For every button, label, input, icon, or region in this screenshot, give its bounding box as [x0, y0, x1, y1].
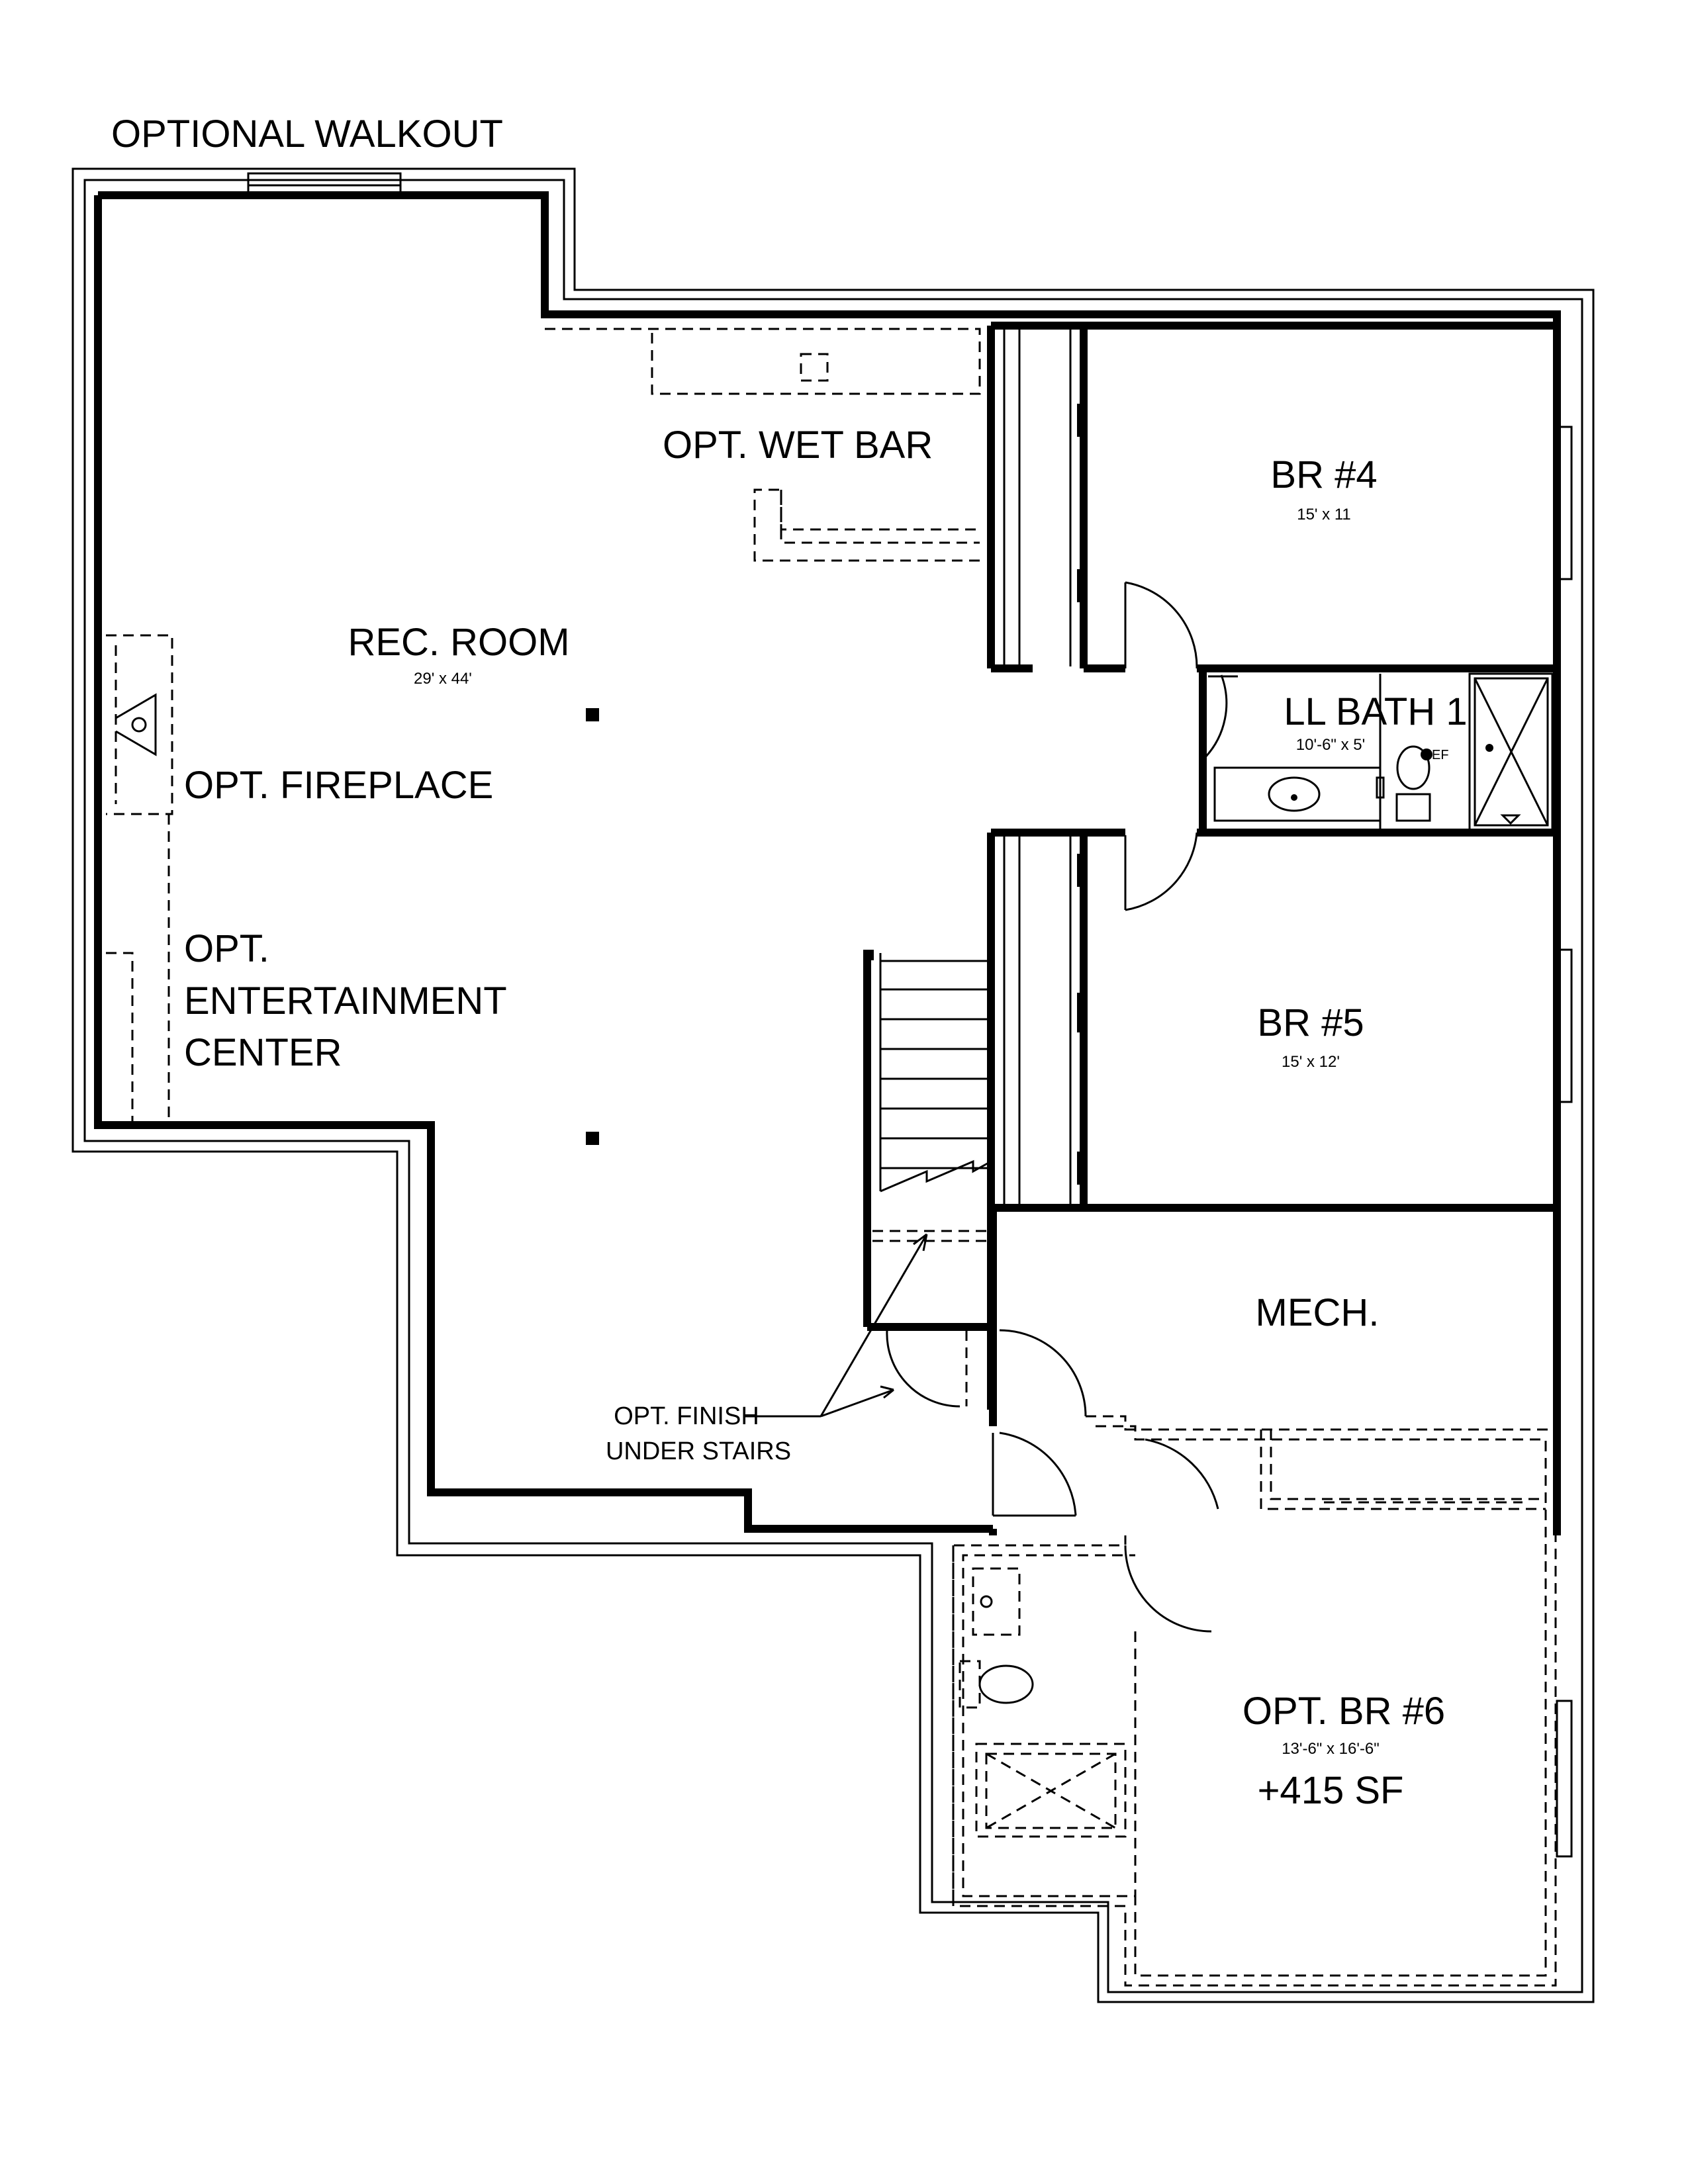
wet-bar-outline — [545, 328, 981, 562]
finish-stairs-label-2: UNDER STAIRS — [606, 1437, 791, 1465]
br4-dims: 15' x 11 — [1297, 506, 1351, 523]
ll-bath-dims: 10'-6" x 5' — [1296, 736, 1365, 754]
ll-bath-name: LL BATH 1 — [1284, 690, 1467, 733]
rec-room-dims: 29' x 44' — [414, 670, 472, 688]
exhaust-fan-label: EF — [1432, 748, 1449, 762]
br6-name: OPT. BR #6 — [1243, 1690, 1445, 1733]
exterior-wall — [94, 191, 1561, 1535]
ll-bath-fixtures: EF — [1213, 672, 1554, 831]
finish-stairs-label-1: OPT. FINISH — [614, 1402, 759, 1430]
br5-name: BR #5 — [1257, 1001, 1364, 1044]
fireplace-label: OPT. FIREPLACE — [184, 764, 493, 807]
column — [586, 708, 599, 721]
opt-br6-outline — [952, 1415, 1557, 1987]
br6-area: +415 SF — [1258, 1769, 1404, 1812]
br6-dims: 13'-6" x 16'-6" — [1282, 1740, 1380, 1758]
column — [586, 1132, 599, 1145]
rec-room-name: REC. ROOM — [348, 621, 569, 664]
br4-name: BR #4 — [1270, 453, 1377, 496]
doors — [1124, 581, 1238, 911]
bedroom-windows — [1556, 426, 1573, 1858]
br5-dims: 15' x 12' — [1282, 1053, 1340, 1071]
entertainment-label-1: OPT. — [184, 927, 269, 970]
walkout-label: OPTIONAL WALKOUT — [111, 113, 503, 156]
wet-bar-label: OPT. WET BAR — [663, 424, 933, 467]
stairs — [863, 950, 995, 1410]
fireplace-outline — [106, 634, 173, 1125]
closets — [1003, 328, 1085, 1206]
entertainment-label-2: ENTERTAINMENT — [184, 979, 507, 1023]
entertainment-label-3: CENTER — [184, 1031, 342, 1074]
mech-name: MECH. — [1256, 1291, 1380, 1334]
mechanical-walls — [989, 1208, 1087, 1535]
foundation-outline — [71, 167, 1595, 2003]
leader-arrows — [745, 1233, 928, 1418]
